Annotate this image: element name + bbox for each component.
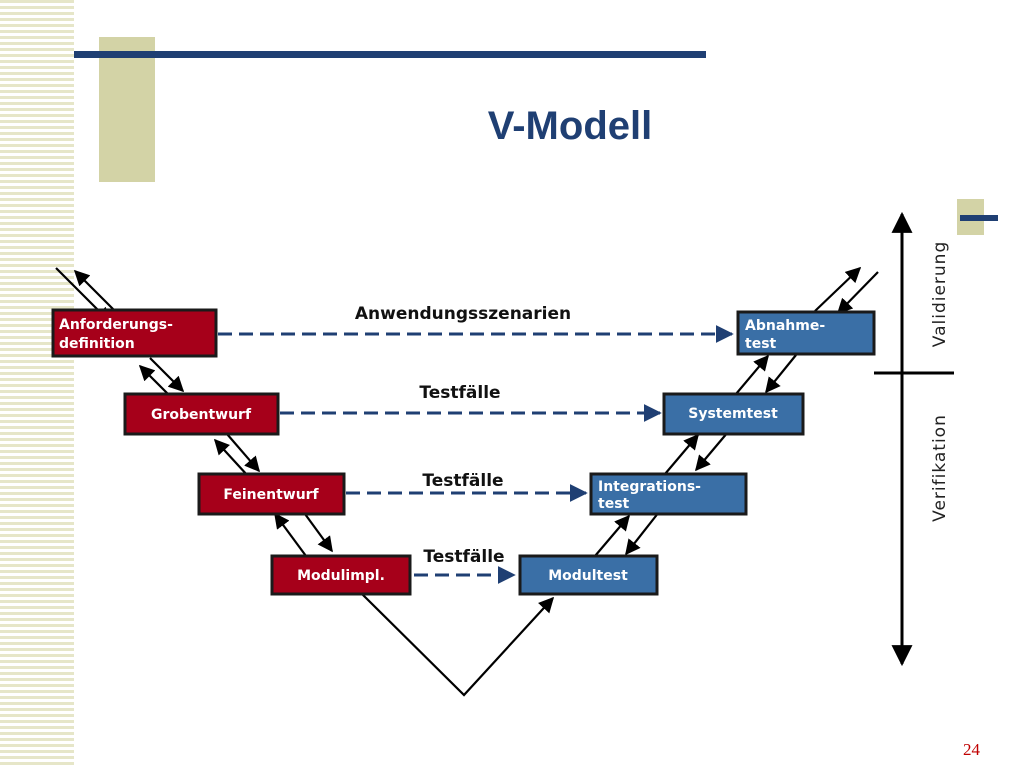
box-line-1: Anforderungs- — [59, 317, 173, 333]
arrow-rise-2 — [664, 433, 699, 475]
arrow-up-3 — [274, 512, 307, 557]
box-line-1: Systemtest — [688, 406, 778, 422]
corner-accent-rule — [960, 215, 998, 221]
arrow-exit-1 — [814, 266, 862, 312]
arrow-rise-3 — [735, 354, 769, 395]
connection-label-1: Anwendungsszenarien — [355, 304, 571, 324]
slide-title: V-Modell — [487, 104, 653, 148]
title-rule — [74, 51, 706, 58]
connection-label-2: Testfälle — [419, 383, 500, 403]
arrow-fall-3 — [765, 354, 797, 394]
right-ascent-arrows — [594, 266, 879, 557]
box-line-2: test — [745, 336, 777, 352]
arrow-rise-1 — [594, 514, 630, 557]
arrow-up-2 — [213, 438, 249, 477]
test-box-integrationstest: Integrations- test — [589, 472, 748, 516]
test-box-abnahmetest: Abnahme- test — [736, 310, 876, 356]
test-box-systemtest: Systemtest — [662, 392, 805, 436]
arrow-entry-2 — [73, 269, 119, 315]
page-number: 24 — [963, 740, 980, 759]
arrow-fall-1 — [625, 511, 660, 556]
arrow-exit-2 — [836, 271, 879, 315]
connection-label-4: Testfälle — [423, 547, 504, 567]
test-box-modultest: Modultest — [518, 554, 659, 596]
phase-box-feinentwurf: Feinentwurf — [197, 472, 346, 516]
v-bottom-line — [361, 593, 555, 697]
box-line-1: Integrations- — [598, 479, 701, 495]
box-line-1: Modultest — [548, 568, 628, 584]
box-line-1: Grobentwurf — [151, 407, 252, 423]
title-accent-square — [99, 37, 155, 182]
phase-box-grobentwurf: Grobentwurf — [123, 392, 280, 436]
phase-box-modulimpl: Modulimpl. — [270, 554, 412, 596]
arrow-down-2 — [226, 433, 261, 473]
box-line-2: test — [598, 496, 630, 512]
phase-box-anforderungsdefinition: Anforderungs- definition — [51, 308, 218, 358]
box-line-1: Abnahme- — [745, 318, 825, 334]
connection-label-3: Testfälle — [422, 471, 503, 491]
box-line-2: definition — [59, 336, 135, 352]
test-connections — [218, 325, 734, 584]
box-line-1: Modulimpl. — [297, 568, 385, 584]
box-line-1: Feinentwurf — [223, 487, 319, 503]
arrow-fall-2 — [695, 431, 729, 472]
arrow-down-3 — [304, 513, 333, 553]
side-label-verifikation: Verifikation — [930, 414, 950, 522]
side-label-validierung: Validierung — [930, 241, 950, 347]
left-stripe-decoration — [0, 0, 74, 768]
arrow-down-1 — [149, 357, 185, 393]
